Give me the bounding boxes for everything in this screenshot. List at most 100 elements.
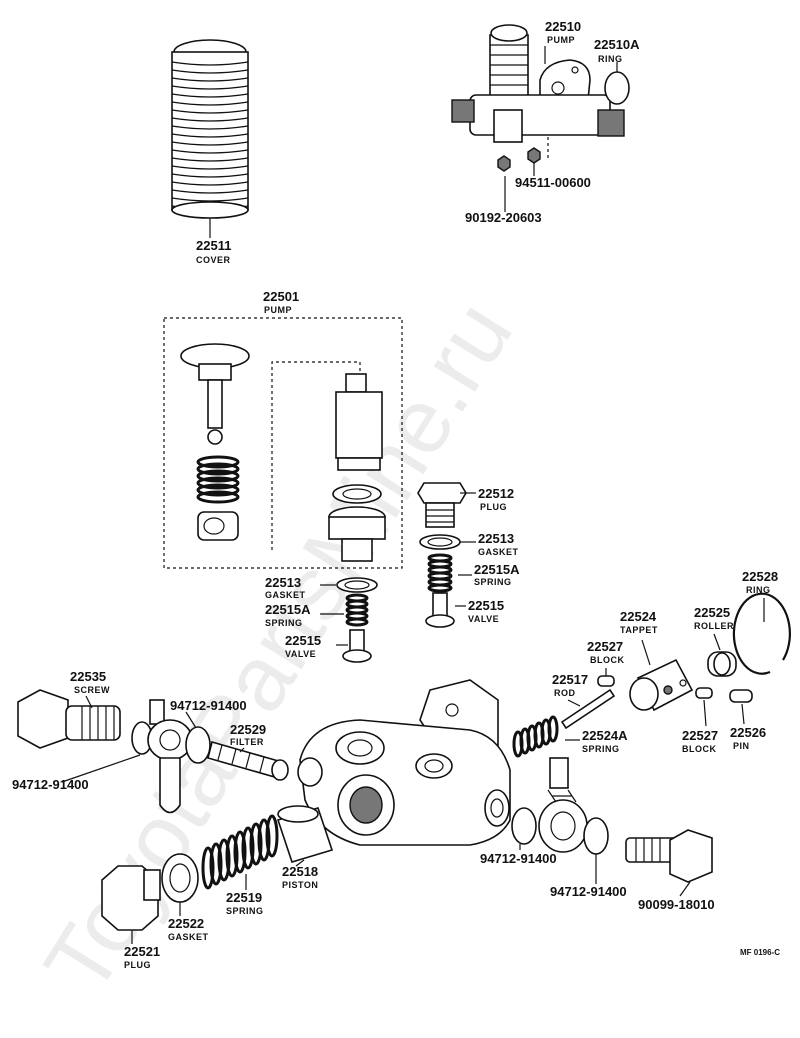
snap-ring-part[interactable]	[732, 592, 791, 675]
tappet-spring-part[interactable]	[512, 715, 559, 758]
callout-number: 22527	[682, 728, 718, 743]
pump-piston-knob-part[interactable]	[180, 343, 250, 445]
pump-kit-boundary	[163, 317, 403, 569]
callout-22515a-left: 22515A SPRING	[265, 602, 311, 628]
callout-22510: 22510 PUMP	[545, 19, 581, 45]
callout-name: PLUG	[480, 502, 507, 512]
callout-22526: 22526 PIN	[730, 725, 766, 751]
block-bottom-part[interactable]	[695, 687, 713, 699]
callout-number: 22527	[587, 639, 623, 654]
callout-number: 22525	[694, 605, 730, 620]
priming-spring-part[interactable]	[201, 814, 279, 890]
callout-name: SPRING	[582, 744, 620, 754]
filter-part[interactable]	[207, 741, 289, 781]
callout-94712-91400-right: 94712-91400	[550, 884, 627, 899]
roller-part[interactable]	[707, 651, 737, 677]
callout-22513-left: 22513 GASKET	[265, 575, 305, 600]
union-screw-part[interactable]	[17, 689, 121, 749]
valve-right-part[interactable]	[425, 592, 455, 628]
pump-ring-part[interactable]	[604, 71, 630, 105]
callout-name: GASKET	[168, 932, 209, 942]
callout-number: 22513	[265, 575, 301, 590]
gasket-outlet-right-part[interactable]	[583, 817, 609, 855]
callout-name: RING	[746, 585, 771, 595]
pump-cylinder-part[interactable]	[335, 373, 383, 471]
callout-22527-top: 22527 BLOCK	[587, 639, 625, 665]
gasket-left-part[interactable]	[336, 577, 378, 593]
callout-name: RING	[598, 54, 623, 64]
callout-94712-91400-top: 94712-91400	[170, 698, 247, 713]
callout-number: 94712-91400	[550, 884, 627, 899]
pump-bushing-part[interactable]	[197, 511, 239, 541]
callout-22524: 22524 TAPPET	[620, 609, 657, 635]
gasket-right-part[interactable]	[419, 534, 461, 550]
callout-22517: 22517 ROD	[552, 672, 588, 698]
callout-number: 22517	[552, 672, 588, 687]
callout-name: BLOCK	[590, 655, 625, 665]
callout-94511-00600: 94511-00600	[515, 175, 591, 190]
callout-22515-left: 22515 VALVE	[285, 633, 321, 659]
pump-check-valve-part[interactable]	[328, 506, 386, 562]
valve-left-part[interactable]	[342, 629, 372, 663]
callout-number: 22518	[282, 864, 318, 879]
washer-part[interactable]	[497, 155, 511, 172]
callout-number: 22515A	[474, 562, 520, 577]
block-top-part[interactable]	[597, 675, 615, 687]
pump-spring-part[interactable]	[196, 455, 240, 504]
callout-22512: 22512 PLUG	[478, 486, 514, 512]
gasket-outlet-left-part[interactable]	[511, 807, 537, 845]
callout-name: PIN	[733, 741, 750, 751]
gasket-bottom-part[interactable]	[161, 853, 199, 903]
cover-bellows-part[interactable]	[171, 39, 249, 219]
rod-part[interactable]	[560, 688, 616, 730]
callout-name: ROD	[554, 688, 576, 698]
pump-seat-ring-part[interactable]	[332, 484, 382, 504]
callout-22524a: 22524A SPRING	[582, 728, 628, 754]
callout-number: 22524	[620, 609, 657, 624]
callout-22525: 22525 ROLLER	[694, 605, 734, 631]
spring-right-part[interactable]	[427, 553, 453, 593]
callout-name: ROLLER	[694, 621, 734, 631]
callout-number: 94712-91400	[12, 777, 89, 792]
callout-number: 22515	[285, 633, 321, 648]
callout-94712-91400-left: 94712-91400	[12, 777, 89, 792]
pump-assembly-part[interactable]	[451, 24, 625, 160]
callout-name: GASKET	[478, 547, 519, 557]
callout-number: 22526	[730, 725, 766, 740]
callout-22515-right: 22515 VALVE	[468, 598, 504, 624]
callout-94712-91400-mid: 94712-91400	[480, 851, 557, 866]
union-bolt-part[interactable]	[625, 829, 713, 883]
callout-22529: 22529 FILTER	[230, 722, 266, 747]
callout-name: SPRING	[226, 906, 264, 916]
callout-name: VALVE	[468, 614, 499, 624]
callout-name: BLOCK	[682, 744, 717, 754]
callout-number: 22535	[70, 669, 106, 684]
callout-22510a: 22510A RING	[594, 37, 640, 64]
callout-name: PUMP	[264, 305, 292, 315]
plug-bottom-part[interactable]	[101, 865, 161, 931]
callout-22515a-right: 22515A SPRING	[474, 562, 520, 587]
banjo-fitting-part[interactable]	[147, 699, 193, 814]
spring-left-part[interactable]	[345, 593, 369, 627]
plug-top-part[interactable]	[417, 482, 467, 528]
tappet-part[interactable]	[629, 658, 694, 712]
pump-housing-part[interactable]	[297, 679, 511, 846]
callout-number: 22513	[478, 531, 514, 546]
gasket-inlet-right-part[interactable]	[185, 726, 211, 764]
callout-name: PUMP	[547, 35, 575, 45]
callout-number: 90099-18010	[638, 897, 715, 912]
callout-90192-20603: 90192-20603	[465, 210, 542, 225]
callout-number: 22511	[196, 238, 231, 253]
piston-part[interactable]	[276, 805, 334, 863]
callout-22528: 22528 RING	[742, 569, 778, 595]
nut-part[interactable]	[527, 147, 541, 164]
callout-90099-18010: 90099-18010	[638, 897, 715, 912]
pin-part[interactable]	[729, 689, 753, 703]
banjo-outlet-part[interactable]	[538, 757, 588, 853]
leader-lines	[61, 46, 765, 944]
callout-number: 22515	[468, 598, 504, 613]
callout-number: 22519	[226, 890, 262, 905]
callout-22519: 22519 SPRING	[226, 890, 264, 916]
callout-number: 22510	[545, 19, 581, 34]
